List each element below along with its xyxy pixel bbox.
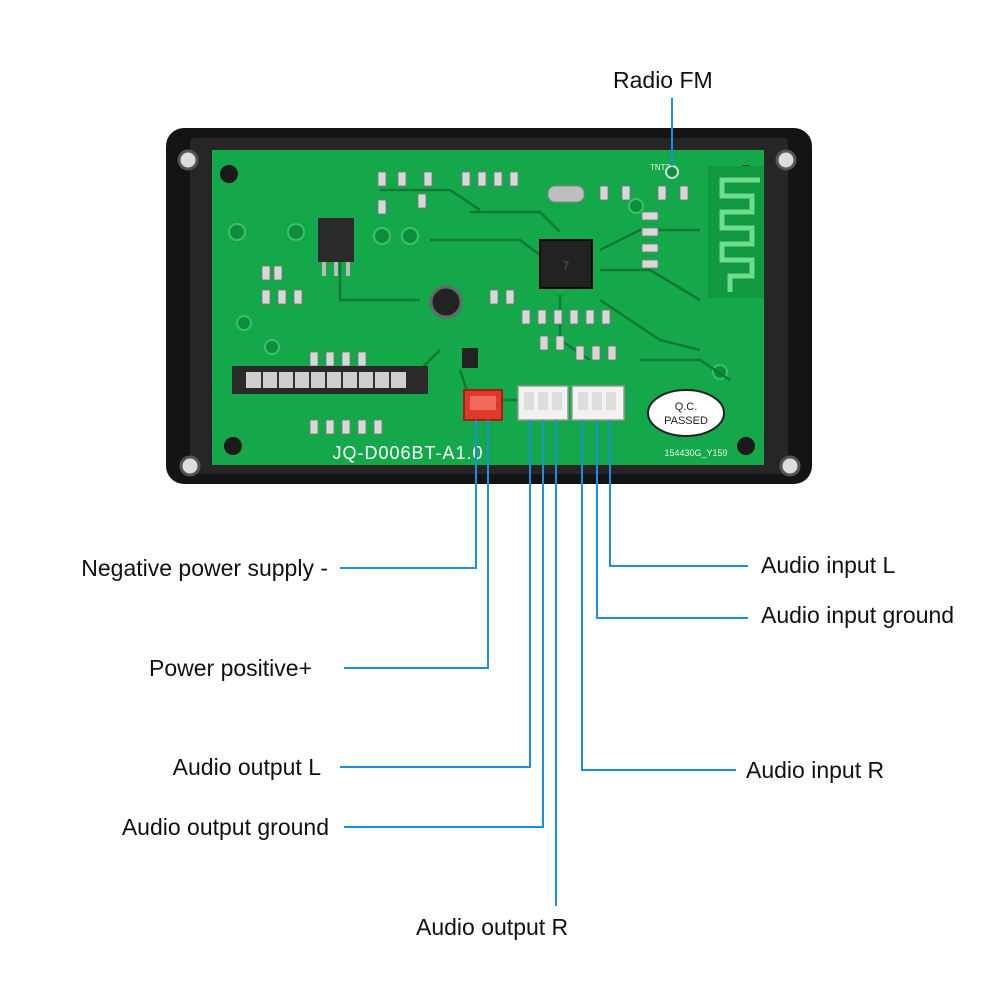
leader-lines xyxy=(340,98,748,906)
label-audio-input-r: Audio input R xyxy=(746,757,885,783)
qc-passed-stamp: Q.C. PASSED xyxy=(647,389,725,437)
capacitor xyxy=(429,285,463,319)
leader-audio-out-l xyxy=(340,420,531,768)
label-audio-output-ground: Audio output ground xyxy=(121,814,329,840)
board-serial: 154430G_Y159 xyxy=(664,448,727,458)
label-audio-output-l: Audio output L xyxy=(172,754,321,780)
label-power-positive: Power positive+ xyxy=(149,655,312,681)
screw xyxy=(224,437,242,455)
frame-hole-bottom-right xyxy=(779,455,801,477)
label-radio-fm: Radio FM xyxy=(613,67,713,93)
leader-audio-in-l xyxy=(609,420,748,567)
screw xyxy=(737,437,755,455)
fpc-connector xyxy=(232,366,428,394)
frame-hole-top-left xyxy=(177,149,199,171)
board-model: JQ-D006BT-A1.0 xyxy=(332,443,483,463)
frame-hole-bottom-left xyxy=(179,455,201,477)
screw xyxy=(220,165,238,183)
label-negative-power: Negative power supply - xyxy=(81,555,328,581)
svg-text:Q.C.: Q.C. xyxy=(675,401,698,413)
audio-input-connector xyxy=(571,385,625,421)
regulator xyxy=(318,218,354,262)
pcb: 7 xyxy=(212,150,764,465)
antenna-tag: TNT2 xyxy=(650,163,671,172)
crystal xyxy=(547,185,585,203)
leader-neg-power xyxy=(340,420,477,569)
audio-output-connector xyxy=(517,385,569,421)
leader-audio-in-r xyxy=(581,420,736,771)
label-audio-input-l: Audio input L xyxy=(761,552,896,578)
svg-text:7: 7 xyxy=(563,259,570,273)
leader-audio-out-gnd xyxy=(344,420,544,828)
bluetooth-antenna xyxy=(708,166,764,298)
leader-audio-in-gnd xyxy=(596,420,748,619)
svg-text:PASSED: PASSED xyxy=(664,415,708,427)
leader-pos-power xyxy=(344,420,489,669)
label-audio-input-ground: Audio input ground xyxy=(761,602,955,628)
frame-hole-top-right xyxy=(775,149,797,171)
label-audio-output-r: Audio output R xyxy=(416,914,569,940)
fm-antenna-pad xyxy=(665,165,679,179)
main-chip xyxy=(539,239,593,289)
